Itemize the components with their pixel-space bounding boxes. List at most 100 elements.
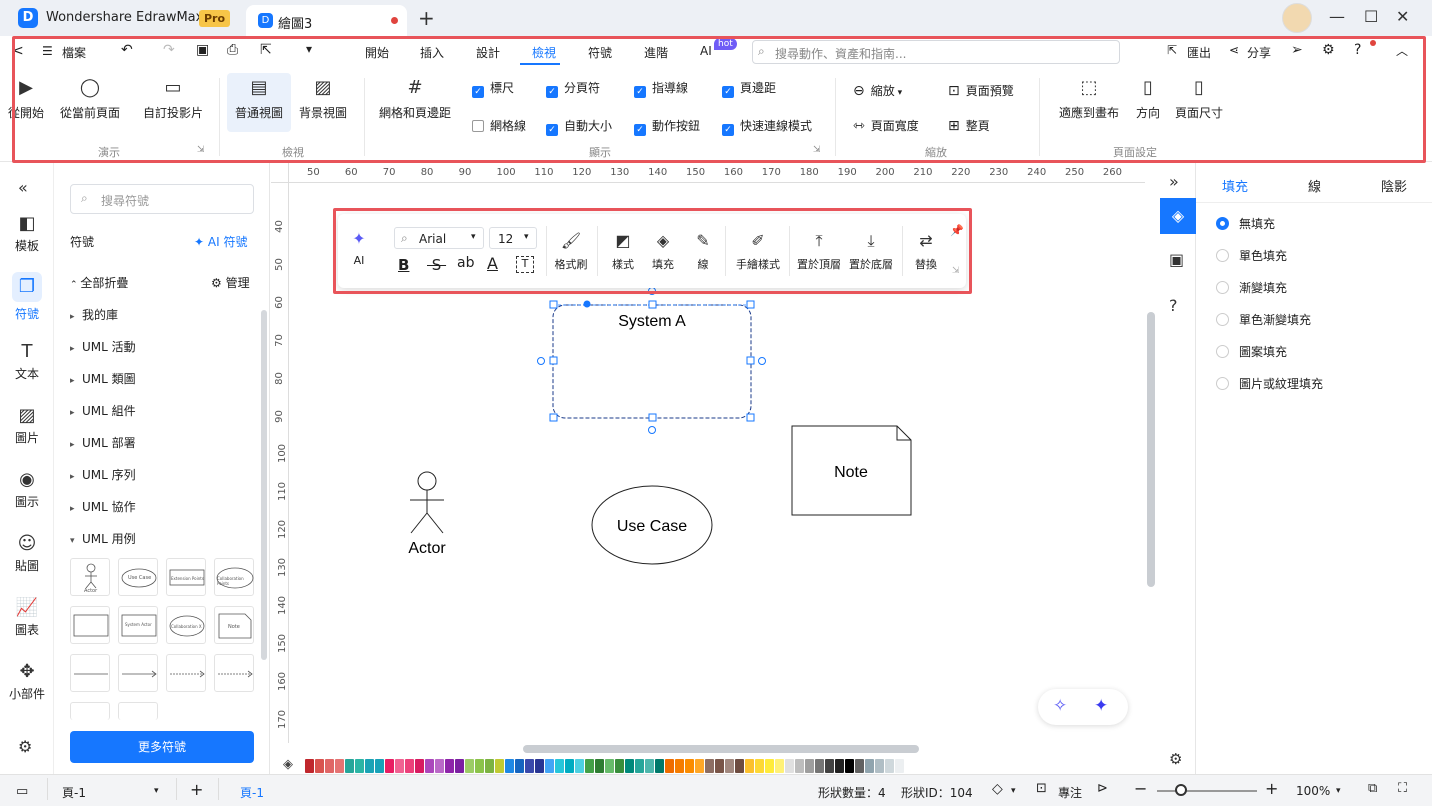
color-swatch[interactable] bbox=[605, 759, 614, 773]
fit-canvas-button[interactable]: ⬚適應到畫布 bbox=[1057, 78, 1121, 121]
color-swatch[interactable] bbox=[545, 759, 554, 773]
bring-front-button[interactable]: ⤒置於頂層 bbox=[795, 232, 843, 272]
color-swatch[interactable] bbox=[385, 759, 394, 773]
fill-option-gradient[interactable]: 漸變填充 bbox=[1216, 279, 1287, 296]
export-icon[interactable]: ⇱ bbox=[1167, 43, 1178, 57]
color-swatch[interactable] bbox=[715, 759, 724, 773]
actor-shape[interactable] bbox=[410, 471, 444, 534]
category-uml-deployment[interactable]: ▸UML 部署 bbox=[70, 434, 136, 451]
color-swatch[interactable] bbox=[485, 759, 494, 773]
settings-gear-icon[interactable]: ⚙ bbox=[18, 737, 33, 756]
hamburger-icon[interactable]: ☰ bbox=[42, 44, 53, 58]
collapse-toolbar-icon[interactable]: ⇲ bbox=[952, 266, 960, 276]
menu-symbols[interactable]: 符號 bbox=[588, 46, 613, 60]
symbol-association[interactable] bbox=[70, 654, 110, 692]
save-icon[interactable]: ▣ bbox=[196, 42, 210, 58]
color-swatch[interactable] bbox=[825, 759, 834, 773]
color-swatch[interactable] bbox=[815, 759, 824, 773]
color-swatch[interactable] bbox=[755, 759, 764, 773]
symbol-search-input[interactable]: ⌕ 搜尋符號 bbox=[70, 184, 254, 214]
actor-label[interactable]: Actor bbox=[408, 540, 446, 557]
tab-fill[interactable]: 填充 bbox=[1222, 180, 1249, 195]
color-swatch[interactable] bbox=[425, 759, 434, 773]
page-preview-button[interactable]: ⊡頁面預覽 bbox=[948, 82, 1014, 99]
color-swatch[interactable] bbox=[635, 759, 644, 773]
fill-button[interactable]: ◈填充 bbox=[648, 232, 678, 272]
custom-slideshow-button[interactable]: ▭自訂投影片 bbox=[138, 78, 208, 121]
focus-icon[interactable]: ⊡ bbox=[1036, 781, 1047, 796]
fill-option-image[interactable]: 圖片或紋理填充 bbox=[1216, 375, 1323, 392]
color-swatch[interactable] bbox=[655, 759, 664, 773]
color-swatch[interactable] bbox=[565, 759, 574, 773]
color-swatch[interactable] bbox=[775, 759, 784, 773]
nav-images[interactable]: ▨圖片 bbox=[0, 405, 54, 446]
category-uml-activity[interactable]: ▸UML 活動 bbox=[70, 338, 136, 355]
color-swatch[interactable] bbox=[455, 759, 464, 773]
tab-line[interactable]: 線 bbox=[1308, 180, 1322, 195]
pin-icon[interactable]: 📌 bbox=[950, 224, 964, 237]
menu-advanced[interactable]: 進階 bbox=[644, 46, 669, 60]
note-label[interactable]: Note bbox=[834, 464, 868, 481]
system-a-label[interactable]: System A bbox=[618, 313, 686, 330]
page-list-icon[interactable]: ▭ bbox=[16, 784, 29, 799]
document-tab[interactable]: D 繪圖3 bbox=[246, 5, 407, 36]
zoom-in-icon[interactable]: + bbox=[1265, 779, 1279, 798]
nav-templates[interactable]: ◧模板 bbox=[0, 213, 54, 254]
color-swatch[interactable] bbox=[415, 759, 424, 773]
color-swatch[interactable] bbox=[325, 759, 334, 773]
chevron-down-icon[interactable]: ▾ bbox=[1011, 786, 1016, 796]
group-expand-icon[interactable]: ⇲ bbox=[813, 145, 821, 155]
color-swatch[interactable] bbox=[835, 759, 844, 773]
category-uml-collaboration[interactable]: ▸UML 協作 bbox=[70, 498, 136, 515]
color-swatch[interactable] bbox=[795, 759, 804, 773]
vertical-scrollbar[interactable] bbox=[1147, 312, 1155, 587]
color-swatch[interactable] bbox=[535, 759, 544, 773]
symbol-collaboration-points[interactable]: Collaboration Points bbox=[214, 558, 254, 596]
help-circle-icon[interactable]: ? bbox=[1169, 296, 1178, 315]
new-tab-plus-icon[interactable]: + bbox=[418, 6, 435, 30]
export-share-icon[interactable]: ⇱ bbox=[260, 42, 272, 58]
zoom-slider[interactable] bbox=[1157, 790, 1257, 792]
category-uml-component[interactable]: ▸UML 組件 bbox=[70, 402, 136, 419]
menu-design[interactable]: 設計 bbox=[476, 46, 501, 60]
page-size-dropdown[interactable]: ▯頁面尺寸 bbox=[1172, 78, 1226, 121]
color-swatch[interactable] bbox=[365, 759, 374, 773]
fullscreen-icon[interactable]: ⛶ bbox=[1398, 781, 1408, 796]
symbol-more[interactable] bbox=[70, 702, 110, 720]
guide-line-checkbox[interactable]: ✓指導線 bbox=[634, 79, 688, 98]
help-icon[interactable]: ? bbox=[1354, 42, 1362, 58]
color-swatch[interactable] bbox=[345, 759, 354, 773]
color-swatch[interactable] bbox=[625, 759, 634, 773]
color-swatch[interactable] bbox=[615, 759, 624, 773]
color-swatch[interactable] bbox=[445, 759, 454, 773]
symbol-system-box[interactable] bbox=[70, 606, 110, 644]
normal-view-button[interactable]: ▤普通視圖 bbox=[227, 73, 291, 132]
book-icon[interactable]: ⧉ bbox=[1368, 781, 1378, 796]
action-button-checkbox[interactable]: ✓動作按鈕 bbox=[634, 117, 700, 136]
color-swatch[interactable] bbox=[305, 759, 314, 773]
quick-connect-checkbox[interactable]: ✓快速連線模式 bbox=[722, 117, 812, 136]
file-menu[interactable]: 檔案 bbox=[62, 46, 87, 60]
sketch-style-button[interactable]: ✐手繪樣式 bbox=[734, 232, 782, 272]
color-swatch[interactable] bbox=[405, 759, 414, 773]
color-swatch[interactable] bbox=[685, 759, 694, 773]
usecase-label[interactable]: Use Case bbox=[617, 518, 687, 535]
color-swatch[interactable] bbox=[705, 759, 714, 773]
color-swatch[interactable] bbox=[335, 759, 344, 773]
focus-mode-button[interactable]: 專注 bbox=[1058, 786, 1083, 800]
page-width-button[interactable]: ⇿頁面寬度 bbox=[853, 117, 919, 134]
ai-button[interactable]: ✦AI bbox=[346, 230, 372, 268]
color-swatch[interactable] bbox=[885, 759, 894, 773]
zoom-dropdown[interactable]: ⊖縮放 ▾ bbox=[853, 82, 902, 99]
menu-home[interactable]: 開始 bbox=[365, 46, 390, 60]
undo-icon[interactable]: ↶ bbox=[121, 42, 133, 58]
command-search-input[interactable]: ⌕ 搜尋動作、資產和指南... bbox=[752, 40, 1120, 64]
symbol-extension-points[interactable]: Extension Points bbox=[166, 558, 206, 596]
auto-size-checkbox[interactable]: ✓自動大小 bbox=[546, 117, 612, 136]
color-swatch[interactable] bbox=[845, 759, 854, 773]
tab-shadow[interactable]: 陰影 bbox=[1381, 180, 1408, 195]
replace-button[interactable]: ⇄替換 bbox=[910, 232, 942, 272]
from-start-button[interactable]: ▶從開始 bbox=[6, 78, 46, 121]
add-page-icon[interactable]: + bbox=[190, 780, 204, 799]
